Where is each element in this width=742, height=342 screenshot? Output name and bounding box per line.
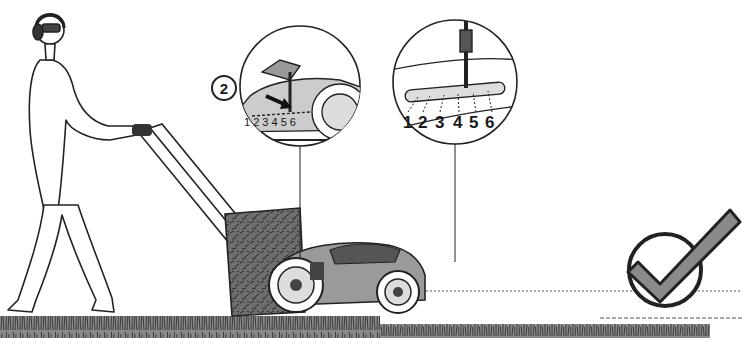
height-lever xyxy=(310,262,324,280)
hand xyxy=(132,124,152,136)
cut-grass xyxy=(380,324,710,338)
front-wheel xyxy=(377,271,419,313)
height-position-number: 2 xyxy=(418,114,427,131)
height-position-number: 4 xyxy=(453,114,462,131)
position-leaders xyxy=(408,91,492,112)
rear-wheel xyxy=(269,258,323,312)
uncut-grass xyxy=(0,316,380,338)
height-scale: 1 2 3 4 5 6 xyxy=(244,117,296,128)
height-position-number: 3 xyxy=(435,114,444,131)
check-mark xyxy=(628,210,740,302)
height-position-number: 5 xyxy=(469,114,478,131)
operator-figure xyxy=(8,15,142,313)
step-number: 2 xyxy=(220,81,228,96)
pointer-arrow xyxy=(266,96,284,104)
pointer-arrow xyxy=(280,98,292,109)
height-position-number: 6 xyxy=(485,114,494,131)
detail-circle xyxy=(393,20,517,144)
height-line xyxy=(600,318,742,319)
height-position-number: 1 xyxy=(403,114,412,131)
motor-cover xyxy=(330,244,400,264)
zoom-leader xyxy=(455,144,456,262)
step-circle: 2 xyxy=(211,75,237,101)
zoom-leader xyxy=(300,146,301,258)
